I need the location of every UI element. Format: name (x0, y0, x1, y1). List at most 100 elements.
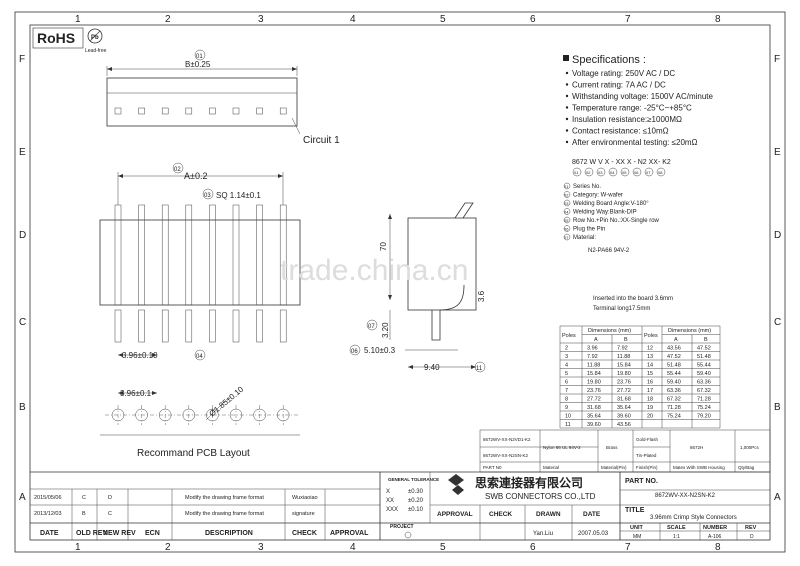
legend-text: Welding Board Angle:V-180° (573, 201, 649, 207)
side-view: 70 3.20 07 3.6 06 5.10±0.3 9.40 11 (349, 202, 486, 373)
svg-text:02: 02 (174, 167, 181, 173)
pcb-holes (105, 405, 300, 425)
code-callout-number: 06 (634, 170, 639, 175)
row-label: D (19, 230, 26, 241)
note-inserted: Inserted into the board 3.6mm (593, 296, 673, 302)
table-header: Poles (644, 333, 658, 339)
table-cell: 5 (565, 371, 568, 377)
pin-tail (185, 309, 193, 343)
table-cell: 63.36 (697, 380, 711, 386)
column-label: 4 (350, 14, 356, 25)
company-name-cn: 思索連接器有限公司 (475, 475, 583, 490)
spec-item: Temperature range: -25°C~+85°C (572, 104, 692, 113)
spec-item: After environmental testing: ≤20mΩ (572, 138, 698, 147)
mat-header: Finish(Pin) (636, 465, 658, 470)
column-label: 7 (625, 542, 631, 553)
mat-header: Material (543, 465, 559, 470)
table-cell: 55.44 (697, 363, 711, 369)
table-cell: 12 (647, 346, 653, 352)
pin (138, 204, 145, 306)
table-header: A (674, 337, 678, 343)
table-cell: 7.92 (587, 354, 598, 360)
tolerance-title: GENERAL TOLERANCE (388, 477, 439, 482)
specifications: Specifications : Voltage rating: 250V AC… (563, 54, 714, 147)
legend-text: Row No.+Pin No.:XX-Single row (573, 218, 660, 224)
row-label: D (774, 230, 781, 241)
pin-square (209, 107, 216, 115)
code-callout-number: 02 (586, 170, 591, 175)
table-cell: 55.44 (667, 371, 681, 377)
pin (185, 204, 193, 306)
row-label: A (774, 492, 781, 503)
pin (232, 204, 240, 306)
mat-cell: 8672WV-XX-N2VD1-K2 (483, 437, 531, 442)
spec-item: Voltage rating: 250V AC / DC (572, 69, 675, 78)
rev-date: 2015/05/06 (34, 495, 62, 501)
callout-04 (194, 349, 206, 361)
rev-header: DESCRIPTION (205, 530, 253, 537)
projection-icon (404, 531, 412, 539)
rev-old: B (82, 511, 86, 517)
pin-tail (138, 309, 145, 343)
circuit-label: Circuit 1 (303, 135, 340, 146)
table-cell: 79.20 (697, 414, 711, 420)
code-callout-number: 01 (574, 170, 579, 175)
dim-sq: SQ 1.14±0.1 (216, 191, 261, 200)
pin-tail (256, 309, 263, 343)
table-cell: 7 (565, 388, 568, 394)
table-header: B (624, 337, 628, 343)
table-cell: 27.72 (617, 388, 631, 394)
table-cell: 63.36 (667, 388, 681, 394)
code-callout-number: 04 (610, 170, 615, 175)
dim-510: 5.10±0.3 (364, 346, 396, 355)
pin-tail (161, 309, 169, 343)
table-cell: 23.76 (617, 380, 631, 386)
code-callout-number: 03 (598, 170, 603, 175)
table-cell: 39.60 (587, 422, 601, 428)
tolerance-value: ±0.10 (408, 507, 424, 513)
table-cell: 51.48 (667, 363, 681, 369)
note-terminal: Terminal long17.5mm (593, 306, 650, 312)
spec-item: Current rating: 7A AC / DC (572, 81, 666, 90)
inner-border (29, 24, 771, 541)
drawn-by: Yan.Liu (533, 531, 553, 537)
callout-01 (194, 49, 206, 61)
rev-value: D (750, 534, 754, 540)
top-view-pins (114, 107, 287, 115)
material-value: N2-PA66 94V-2 (588, 248, 630, 254)
rohs-badge: RoHS Pb Lead-free (32, 27, 107, 54)
svg-text:07: 07 (368, 324, 375, 330)
pb-free-icon (87, 28, 103, 44)
mat-cell: 1,000Pcs (740, 445, 760, 450)
legend-number: 05 (564, 218, 569, 223)
code-callout (572, 167, 582, 177)
pin-square (232, 107, 240, 115)
mat-cell: Nylon 66 UL 94V-2 (543, 445, 581, 450)
legend-text: Plug the Pin (573, 227, 605, 233)
column-label: 1 (75, 14, 81, 25)
row-label: B (19, 402, 26, 413)
title-label: TITLE (625, 507, 645, 514)
table-cell: 3.96 (587, 346, 598, 352)
table-cell: 59.40 (697, 371, 711, 377)
column-label: 6 (530, 14, 536, 25)
column-label: 8 (715, 14, 721, 25)
table-cell: 11.88 (587, 363, 600, 369)
legend-number: 01 (564, 184, 569, 189)
dim-940: 9.40 (424, 363, 440, 372)
dim-pitch: 3.96±0.10 (122, 351, 158, 360)
mat-header: Qty/Bag (738, 465, 755, 470)
table-cell: 11.88 (617, 354, 630, 360)
table-cell: 19 (647, 405, 653, 411)
pin (209, 204, 216, 306)
code-callout (656, 167, 666, 177)
signoff-header: APPROVAL (437, 511, 473, 518)
table-cell: 71.28 (697, 397, 711, 403)
number-label: NUMBER (703, 525, 727, 531)
spec-item: Insulation resistance:≥1000MΩ (572, 115, 682, 124)
